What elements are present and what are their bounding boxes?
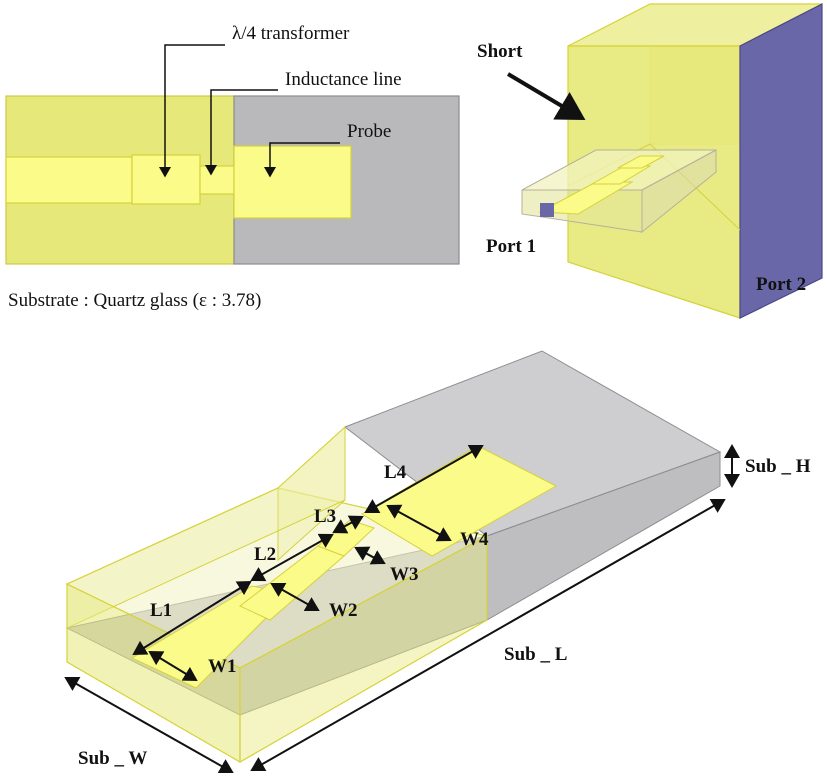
short-arrow xyxy=(506,72,586,121)
port2-face xyxy=(739,3,823,319)
top-view-probe-patch xyxy=(233,145,352,219)
port2-label: Port 2 xyxy=(756,274,806,295)
inductance-leader xyxy=(205,89,278,176)
dim-l1 xyxy=(132,580,252,656)
waveguide-view: Short Port 1 Port 2 xyxy=(477,3,823,319)
top-view-inductance-strip xyxy=(199,165,235,195)
label-w3: W3 xyxy=(390,564,419,585)
probe-leader xyxy=(264,142,340,178)
port1-face xyxy=(540,203,554,217)
inductance-label: Inductance line xyxy=(285,69,402,90)
probe-label: Probe xyxy=(347,121,391,142)
label-w1: W1 xyxy=(208,656,237,677)
waveguide-strip-2 xyxy=(590,165,652,185)
label-l4: L4 xyxy=(384,462,407,483)
label-w4: W4 xyxy=(460,529,489,550)
label-l1: L1 xyxy=(150,600,172,621)
label-sub-l: Sub _ L xyxy=(504,644,567,665)
top-view: λ/4 transformer Inductance line Probe Su… xyxy=(5,23,460,311)
label-l2: L2 xyxy=(254,544,276,565)
top-view-transformer-strip xyxy=(131,154,201,205)
dim-w1 xyxy=(148,650,198,682)
waveguide-probe xyxy=(617,155,665,169)
short-label: Short xyxy=(477,41,523,62)
transformer-label: λ/4 transformer xyxy=(232,23,350,44)
label-sub-w: Sub _ W xyxy=(78,748,147,769)
label-w2: W2 xyxy=(329,600,358,621)
iso-view: L1 L2 L3 L4 W1 W2 W3 W4 Sub _ H Sub _ L … xyxy=(64,350,811,774)
top-view-feed-line xyxy=(5,156,133,204)
transformer-leader xyxy=(159,44,225,178)
label-l3: L3 xyxy=(314,506,336,527)
label-sub-h: Sub _ H xyxy=(745,456,811,477)
port1-label: Port 1 xyxy=(486,236,536,257)
waveguide-substrate-side xyxy=(641,149,717,234)
dim-sub-w xyxy=(64,676,234,774)
substrate-caption: Substrate : Quartz glass (ε : 3.78) xyxy=(8,290,261,311)
waveguide-strip xyxy=(538,181,634,215)
dim-sub-l xyxy=(250,499,726,771)
